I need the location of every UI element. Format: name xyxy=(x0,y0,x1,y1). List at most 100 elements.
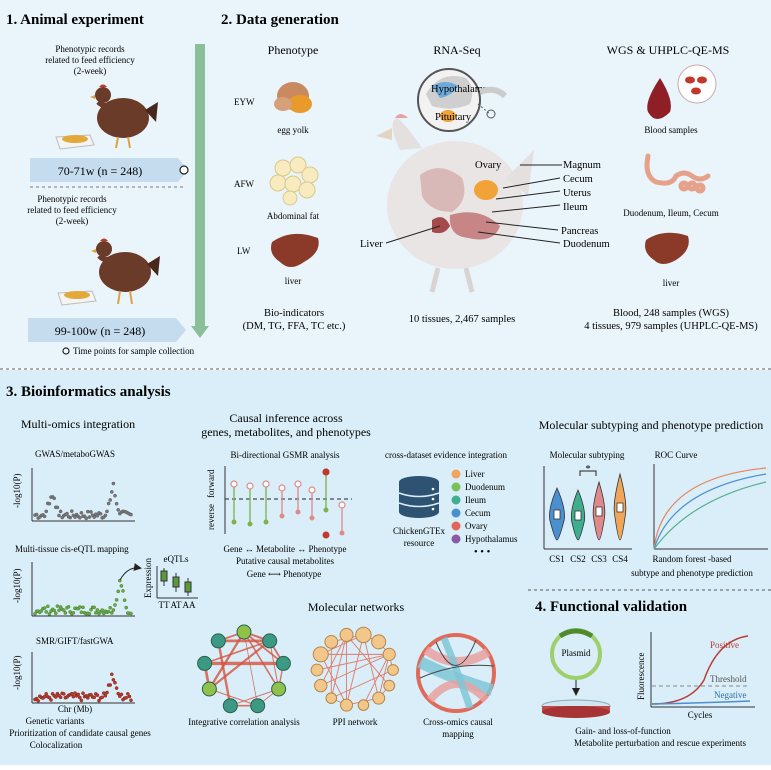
manhattan-dot xyxy=(58,509,63,514)
manhattan-dot xyxy=(129,698,133,703)
phenotype-label: Abdominal fat xyxy=(267,211,320,221)
cluster-label: CS3 xyxy=(591,554,607,564)
significance-star: * xyxy=(585,464,590,475)
timepoint-marker xyxy=(62,347,70,355)
manhattan-dot xyxy=(42,694,47,699)
rnaseq-title: RNA-Seq xyxy=(433,43,480,57)
genotype-label: AA xyxy=(183,600,196,610)
network-edge xyxy=(363,634,380,699)
manhattan-dot xyxy=(78,516,82,520)
manhattan-dot xyxy=(122,598,127,603)
network-edge xyxy=(230,688,279,707)
network-label: mapping xyxy=(442,729,474,739)
network-node xyxy=(371,634,387,650)
manhattan-dot xyxy=(113,493,117,498)
record-line: Phenotypic records xyxy=(37,194,107,204)
wgs-summary-1: Blood, 248 samples (WGS) xyxy=(613,308,730,319)
manhattan-dot xyxy=(92,515,96,519)
manhattan-dot xyxy=(113,680,117,685)
curve-label-threshold: Threshold xyxy=(710,674,747,684)
manhattan-dot xyxy=(42,514,47,519)
subtyping-footer: Random forest -based xyxy=(653,554,732,564)
axis-label-y: -log10(P) xyxy=(12,656,22,691)
eqtl-title: eQTLs xyxy=(164,554,189,564)
resource-label: ChickenGTEx xyxy=(393,526,445,536)
networks-title: Molecular networks xyxy=(308,600,405,614)
phenotype-label: egg yolk xyxy=(277,125,309,135)
legend-swatch xyxy=(451,508,461,518)
network-node xyxy=(275,655,291,671)
manhattan-dot xyxy=(114,686,119,690)
network-node xyxy=(382,647,396,661)
legend-swatch xyxy=(451,482,461,492)
manhattan-dot xyxy=(57,513,61,518)
gsmr-point xyxy=(294,480,302,488)
curve-label-positive: Positive xyxy=(710,640,739,650)
multiomics-footer: Colocalization xyxy=(30,740,83,750)
legend-timepoint: Time points for sample collection xyxy=(62,346,195,356)
legend-item: Duodenum xyxy=(465,482,505,492)
gsmr-point xyxy=(262,480,270,488)
manhattan-dot xyxy=(89,510,93,514)
manhattan-dot xyxy=(47,501,52,506)
manhattan-dot xyxy=(126,692,130,696)
section3-title: 3. Bioinformatics analysis xyxy=(6,384,171,400)
manhattan-dot xyxy=(111,481,116,486)
manhattan-dot xyxy=(63,611,68,615)
organ-label-duodenum: Duodenum xyxy=(563,239,610,250)
manhattan-dot xyxy=(44,692,49,696)
gsmr-point xyxy=(308,486,316,494)
manhattan-dot xyxy=(103,693,108,698)
section4-title: 4. Functional validation xyxy=(535,599,688,615)
manhattan-dot xyxy=(78,695,82,700)
intestine-icon xyxy=(644,153,711,194)
violins xyxy=(549,472,627,541)
manhattan-dot xyxy=(116,508,120,512)
manhattan-dot xyxy=(114,501,119,506)
gsmr-title: Bi-directional GSMR analysis xyxy=(231,450,340,460)
wgs-summary-2: 4 tissues, 979 samples (UHPLC-QE-MS) xyxy=(584,321,758,332)
violin-title: Molecular subtyping xyxy=(550,450,625,460)
legend-item: Hypothalamus xyxy=(465,534,518,544)
gsmr-effect-bars xyxy=(230,468,346,539)
network-edge xyxy=(243,631,284,665)
liver-icon xyxy=(271,233,319,267)
gsmr-point xyxy=(338,501,346,509)
egg-yolk-icon xyxy=(274,82,312,113)
gsmr-point xyxy=(247,521,253,527)
curve-label-negative: Negative xyxy=(714,690,746,700)
manhattan-dot xyxy=(105,690,109,695)
manhattan-dot xyxy=(87,515,92,519)
plasmid-icon: Plasmid xyxy=(550,628,602,696)
phenotype-code-afw: AFW xyxy=(234,179,255,189)
network-edge xyxy=(346,634,390,686)
manhattan-dot xyxy=(42,606,47,610)
qpcr-plot: Fluorescence Positive Threshold Negative… xyxy=(636,632,755,720)
manhattan-dot xyxy=(92,605,96,610)
network-node xyxy=(387,664,399,676)
multiomics-footer: Prioritization of candidate causal genes xyxy=(9,728,151,738)
correlation-network xyxy=(197,624,291,714)
causal-footer: Putative causal metabolites xyxy=(236,556,334,566)
record-line: (2-week) xyxy=(74,66,106,76)
network-node xyxy=(236,624,252,640)
violin-plot: * xyxy=(543,464,632,550)
manhattan-dot xyxy=(79,698,84,703)
manhattan-dot xyxy=(66,605,71,609)
manhattan-dot xyxy=(34,512,39,517)
resource-label: resource xyxy=(404,538,434,548)
feed-dish-icon xyxy=(57,290,97,306)
roc-title: ROC Curve xyxy=(655,450,698,460)
manhattan-dot xyxy=(108,498,112,502)
eqtl-boxplot: eQTLs Expression TT AT AA xyxy=(143,554,198,610)
validation-footer: Gain- and loss-of-function xyxy=(575,726,671,736)
organ-label-liver: Liver xyxy=(360,239,383,250)
abdominal-fat-icon xyxy=(269,156,319,206)
network-label: Integrative correlation analysis xyxy=(188,717,300,727)
hen-icon xyxy=(91,238,160,305)
axis-label-x: Chr (Mb) xyxy=(58,704,92,714)
multiomics-footer: Genetic variants xyxy=(26,716,85,726)
manhattan-dot xyxy=(46,604,50,609)
bio-indicators-title: Bio-indicators xyxy=(264,308,324,319)
